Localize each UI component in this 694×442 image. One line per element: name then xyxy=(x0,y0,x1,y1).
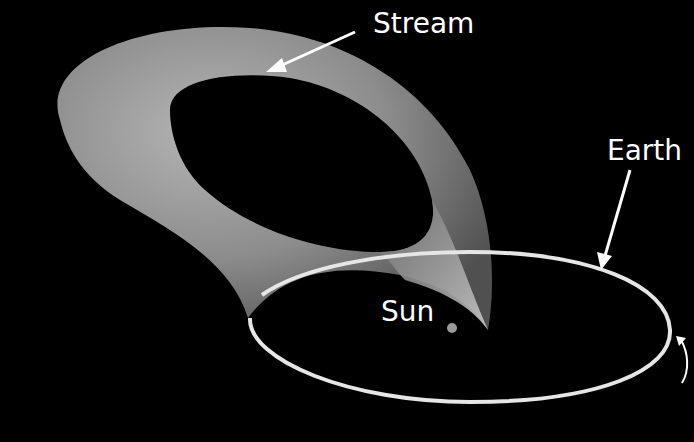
direction-arrowhead xyxy=(676,336,686,346)
direction-arrow xyxy=(681,340,687,383)
stream-label: Stream xyxy=(373,10,474,38)
leader-line xyxy=(605,170,630,256)
leader-line xyxy=(280,32,355,66)
sun-dot xyxy=(447,323,457,333)
stream-band xyxy=(57,27,492,330)
sun-label: Sun xyxy=(381,298,434,326)
leader-arrowhead xyxy=(597,252,612,270)
earth-label: Earth xyxy=(607,137,682,165)
stream-fold xyxy=(380,200,488,330)
earth-orbit xyxy=(250,252,670,402)
leader-arrowhead xyxy=(266,58,287,72)
